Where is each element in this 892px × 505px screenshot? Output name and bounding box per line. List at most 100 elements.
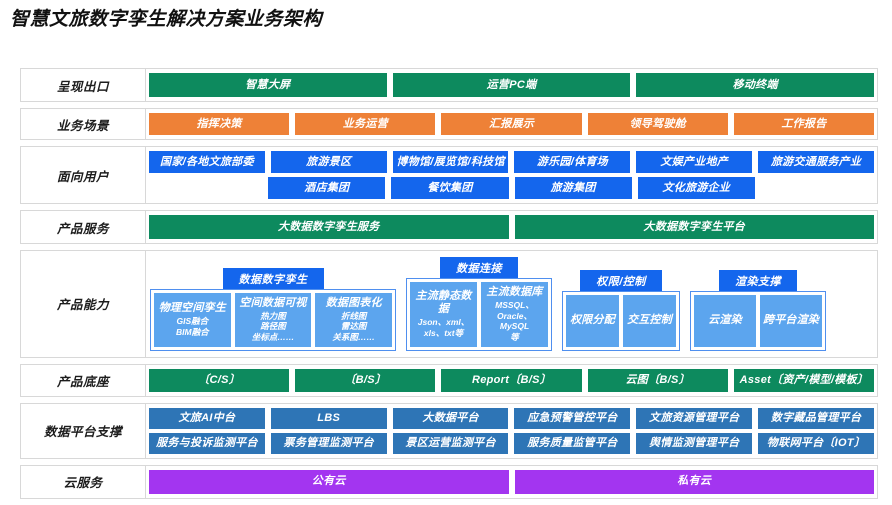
item-digital-collection-platform[interactable]: 数字藏品管理平台 [758,407,874,429]
card-title: 数据图表化 [325,296,382,309]
group-box-render-support: 云渲染 跨平台渲染 [690,290,826,351]
band: 文旅AI中台 LBS 大数据平台 应急预警管控平台 文旅资源管理平台 数字藏品管… [149,407,874,429]
row-business-scenario: 业务场景 指挥决策 业务运营 汇报展示 领导驾驶舱 工作报告 [20,108,878,140]
item-report-bs[interactable]: Report〔B/S〕 [441,368,582,392]
item-lbs[interactable]: LBS [270,407,387,429]
item-mobile-terminal[interactable]: 移动终端 [636,73,875,97]
group-box-data-connection: 主流静态数据 Json、xml、 xls、txt等 主流数据库 MSSQL、 O… [406,278,552,351]
item-ticket-management-platform[interactable]: 票务管理监测平台 [270,432,387,454]
page-title: 智慧文旅数字孪生解决方案业务架构 [10,9,323,30]
item-emergency-warning-platform[interactable]: 应急预警管控平台 [514,407,631,429]
item-scenic-area[interactable]: 旅游景区 [270,151,387,173]
card-cross-platform-render[interactable]: 跨平台渲染 [760,294,822,347]
item-business-operations[interactable]: 业务运营 [295,113,436,135]
group-header-digital-twin[interactable]: 数据数字孪生 [222,267,324,290]
row-present-outlet: 呈现出口 智慧大屏 运营PC端 移动终端 [20,68,878,102]
card-subtitle: GIS融合 BIM融合 [176,316,209,337]
row-body-product-service: 大数据数字孪生服务 大数据数字孪生平台 [146,211,877,243]
card-data-charting[interactable]: 数据图表化 折线图 雷达图 关系图…… [315,292,393,347]
card-mainstream-static-data[interactable]: 主流静态数据 Json、xml、 xls、txt等 [410,282,477,347]
item-culture-tourism-enterprise[interactable]: 文化旅游企业 [637,177,755,199]
item-smart-screen[interactable]: 智慧大屏 [149,73,387,97]
row-label-data-platform-support: 数据平台支撑 [21,403,146,458]
item-national-culture-tourism-dept[interactable]: 国家/各地文旅部委 [149,151,265,173]
band: 指挥决策 业务运营 汇报展示 领导驾驶舱 工作报告 [149,113,875,135]
card-subtitle: Json、xml、 xls、txt等 [417,317,470,339]
item-tourism-group[interactable]: 旅游集团 [514,177,632,199]
item-operations-pc[interactable]: 运营PC端 [392,73,631,97]
item-bigdata-digital-twin-platform[interactable]: 大数据数字孪生平台 [514,215,874,239]
row-label-product-capability: 产品能力 [21,251,146,357]
row-data-platform-support: 数据平台支撑 文旅AI中台 LBS 大数据平台 应急预警管控平台 文旅资源管理平… [20,402,878,459]
card-interaction-control[interactable]: 交互控制 [623,294,676,347]
item-entertainment-real-estate[interactable]: 文娱产业地产 [636,151,753,173]
row-body-cloud-service: 公有云 私有云 [146,466,877,498]
item-service-quality-platform[interactable]: 服务质量监管平台 [514,432,631,454]
item-bs[interactable]: 〔B/S〕 [295,368,436,392]
item-leader-cockpit[interactable]: 领导驾驶舱 [587,113,728,135]
item-catering-group[interactable]: 餐饮集团 [391,177,509,199]
row-label-product-foundation: 产品底座 [21,364,146,396]
card-subtitle: 折线图 雷达图 关系图…… [332,310,375,343]
capability-group-digital-twin: 数据数字孪生 物理空间孪生 GIS融合 BIM融合 空间数据可视 热力图 路径图… [150,267,396,351]
item-amusement-park-stadium[interactable]: 游乐园/体育场 [514,151,631,173]
card-title: 空间数据可视 [239,296,307,309]
band-spacer-right [761,177,874,199]
item-culture-tourism-resource-platform[interactable]: 文旅资源管理平台 [636,407,753,429]
item-cs[interactable]: 〔C/S〕 [149,368,290,392]
card-subtitle: 热力图 路径图 坐标点…… [251,310,295,343]
band: 〔C/S〕 〔B/S〕 Report〔B/S〕 云图〔B/S〕 Asset〔资产… [149,368,875,392]
group-header-render-support[interactable]: 渲染支撑 [719,269,797,292]
card-permission-assignment[interactable]: 权限分配 [566,294,619,347]
row-target-users: 面向用户 国家/各地文旅部委 旅游景区 博物馆/展览馆/科技馆 游乐园/体育场 … [20,146,878,204]
card-cloud-render[interactable]: 云渲染 [694,294,756,347]
card-spatial-data-visual[interactable]: 空间数据可视 热力图 路径图 坐标点…… [234,292,312,347]
item-asset[interactable]: Asset〔资产/模型/模板〕 [733,368,875,392]
item-report-display[interactable]: 汇报展示 [441,113,582,135]
item-iot-platform[interactable]: 物联网平台〔IOT〕 [758,432,874,454]
band-spacer-left [149,177,262,199]
group-header-permission-control[interactable]: 权限/控制 [580,269,662,292]
card-title: 物理空间孪生 [158,301,226,314]
row-body-data-platform-support: 文旅AI中台 LBS 大数据平台 应急预警管控平台 文旅资源管理平台 数字藏品管… [146,404,877,458]
row-label-business-scenario: 业务场景 [21,109,146,139]
item-hotel-group[interactable]: 酒店集团 [268,177,386,199]
item-work-report[interactable]: 工作报告 [733,113,875,135]
capability-group-data-connection: 数据连接 主流静态数据 Json、xml、 xls、txt等 主流数据库 MSS… [406,257,552,351]
row-body-present-outlet: 智慧大屏 运营PC端 移动终端 [146,69,877,101]
card-physical-space-twin[interactable]: 物理空间孪生 GIS融合 BIM融合 [154,292,231,347]
item-private-cloud[interactable]: 私有云 [514,469,874,494]
item-bigdata-digital-twin-service[interactable]: 大数据数字孪生服务 [149,215,509,239]
row-product-service: 产品服务 大数据数字孪生服务 大数据数字孪生平台 [20,210,878,244]
group-box-permission-control: 权限分配 交互控制 [562,290,680,351]
band: 大数据数字孪生服务 大数据数字孪生平台 [149,215,874,239]
row-body-business-scenario: 指挥决策 业务运营 汇报展示 领导驾驶舱 工作报告 [146,109,877,139]
row-label-product-service: 产品服务 [21,211,146,243]
item-culture-tourism-ai-midend[interactable]: 文旅AI中台 [149,407,265,429]
card-mainstream-database[interactable]: 主流数据库 MSSQL、 Oracle、MySQL 等 [481,282,548,347]
item-public-cloud[interactable]: 公有云 [149,469,509,494]
item-cloud-map-bs[interactable]: 云图〔B/S〕 [587,368,728,392]
row-label-cloud-service: 云服务 [21,465,146,498]
row-product-capability: 产品能力 数据数字孪生 物理空间孪生 GIS融合 BIM融合 空间数据可视 热力… [20,250,878,358]
item-service-complaint-platform[interactable]: 服务与投诉监测平台 [149,432,265,454]
item-museum-exhibition-science[interactable]: 博物馆/展览馆/科技馆 [392,151,509,173]
band: 公有云 私有云 [149,469,874,494]
row-body-product-capability: 数据数字孪生 物理空间孪生 GIS融合 BIM融合 空间数据可视 热力图 路径图… [146,251,877,357]
card-title: 云渲染 [708,314,742,327]
group-box-digital-twin: 物理空间孪生 GIS融合 BIM融合 空间数据可视 热力图 路径图 坐标点…… … [150,288,396,351]
item-scenic-operation-platform[interactable]: 景区运营监测平台 [392,432,509,454]
item-tourism-transport-service[interactable]: 旅游交通服务产业 [758,151,874,173]
item-public-opinion-platform[interactable]: 舆情监测管理平台 [636,432,753,454]
band: 酒店集团 餐饮集团 旅游集团 文化旅游企业 [149,177,874,199]
row-cloud-service: 云服务 公有云 私有云 [20,464,878,499]
card-title: 主流数据库 [486,286,543,298]
architecture-diagram-page: 智慧文旅数字孪生解决方案业务架构 呈现出口 智慧大屏 运营PC端 移动终端 业务… [10,9,878,499]
row-product-foundation: 产品底座 〔C/S〕 〔B/S〕 Report〔B/S〕 云图〔B/S〕 Ass… [20,363,878,397]
card-title: 交互控制 [627,314,672,327]
item-bigdata-platform[interactable]: 大数据平台 [392,407,509,429]
item-command-decision[interactable]: 指挥决策 [149,113,290,135]
group-header-data-connection[interactable]: 数据连接 [440,257,518,279]
band: 国家/各地文旅部委 旅游景区 博物馆/展览馆/科技馆 游乐园/体育场 文娱产业地… [149,151,874,173]
row-label-present-outlet: 呈现出口 [21,69,146,101]
